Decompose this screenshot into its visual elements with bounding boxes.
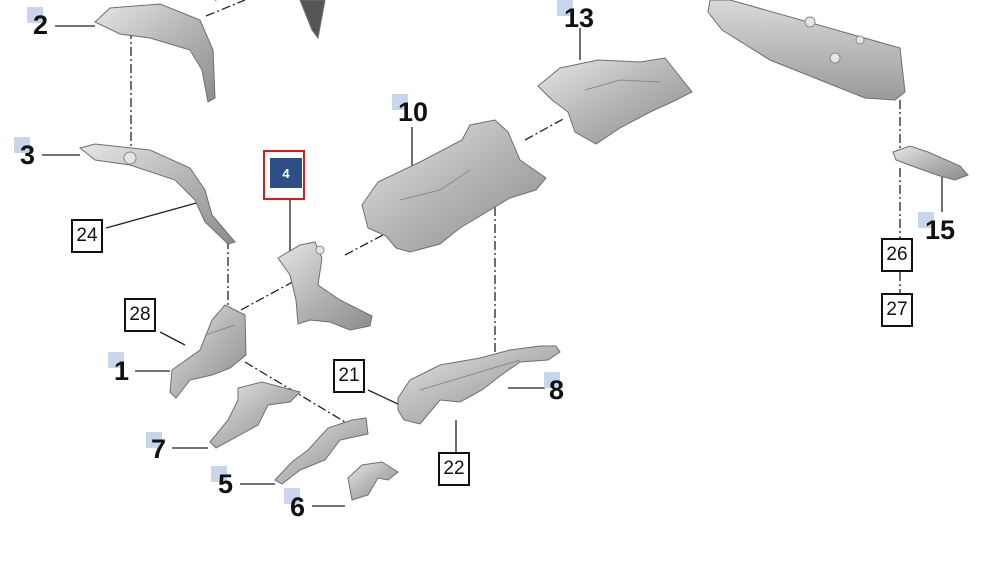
part-10-tunnel-shield (361, 119, 547, 253)
callout-tag (544, 372, 560, 388)
callout-5[interactable]: 5 (218, 469, 234, 499)
callout-tag (211, 466, 227, 482)
callout-tag (392, 94, 408, 110)
callout-4-label: 4 (270, 158, 302, 188)
part-1-heat-shield (169, 304, 247, 399)
callout-6[interactable]: 6 (290, 492, 306, 522)
part-5-heat-shield (274, 417, 369, 485)
callout-1[interactable]: 1 (114, 356, 130, 386)
part-4-bracket-shield (277, 241, 373, 331)
callout-13[interactable]: 13 (564, 3, 595, 33)
parts (78, 0, 969, 501)
part-3-heat-shield (78, 143, 236, 245)
callout-7[interactable]: 7 (151, 434, 167, 464)
part-underbody-shield (707, 0, 906, 101)
callout-2[interactable]: 2 (33, 10, 49, 40)
callout-21[interactable]: 21 (333, 359, 365, 393)
callout-24[interactable]: 24 (71, 219, 103, 253)
callout-8[interactable]: 8 (549, 375, 565, 405)
part-6-bracket (347, 461, 399, 501)
part-7-heat-shield (209, 381, 301, 449)
callout-27[interactable]: 27 (881, 293, 913, 327)
part-15-bracket (892, 145, 969, 181)
leader-lines (42, 25, 943, 507)
callout-tag (146, 432, 162, 448)
callout-tag (14, 137, 30, 153)
part-2-heat-shield (94, 3, 216, 103)
part-details (123, 16, 865, 391)
callout-tag (284, 488, 300, 504)
callout-26[interactable]: 26 (881, 238, 913, 272)
part-top-sliver (299, 0, 326, 40)
callout-tag (557, 0, 573, 16)
callout-tag (27, 7, 43, 23)
part-8-heat-shield (397, 345, 561, 425)
callout-tag (918, 212, 934, 228)
callout-10[interactable]: 10 (398, 97, 429, 127)
callout-15[interactable]: 15 (925, 215, 956, 245)
callout-tag (108, 352, 124, 368)
part-13-heat-shield (537, 57, 693, 145)
selected-callout-4[interactable]: 4 (263, 150, 305, 200)
callout-28[interactable]: 28 (124, 298, 156, 332)
callout-3[interactable]: 3 (20, 140, 36, 170)
callout-22[interactable]: 22 (438, 452, 470, 486)
